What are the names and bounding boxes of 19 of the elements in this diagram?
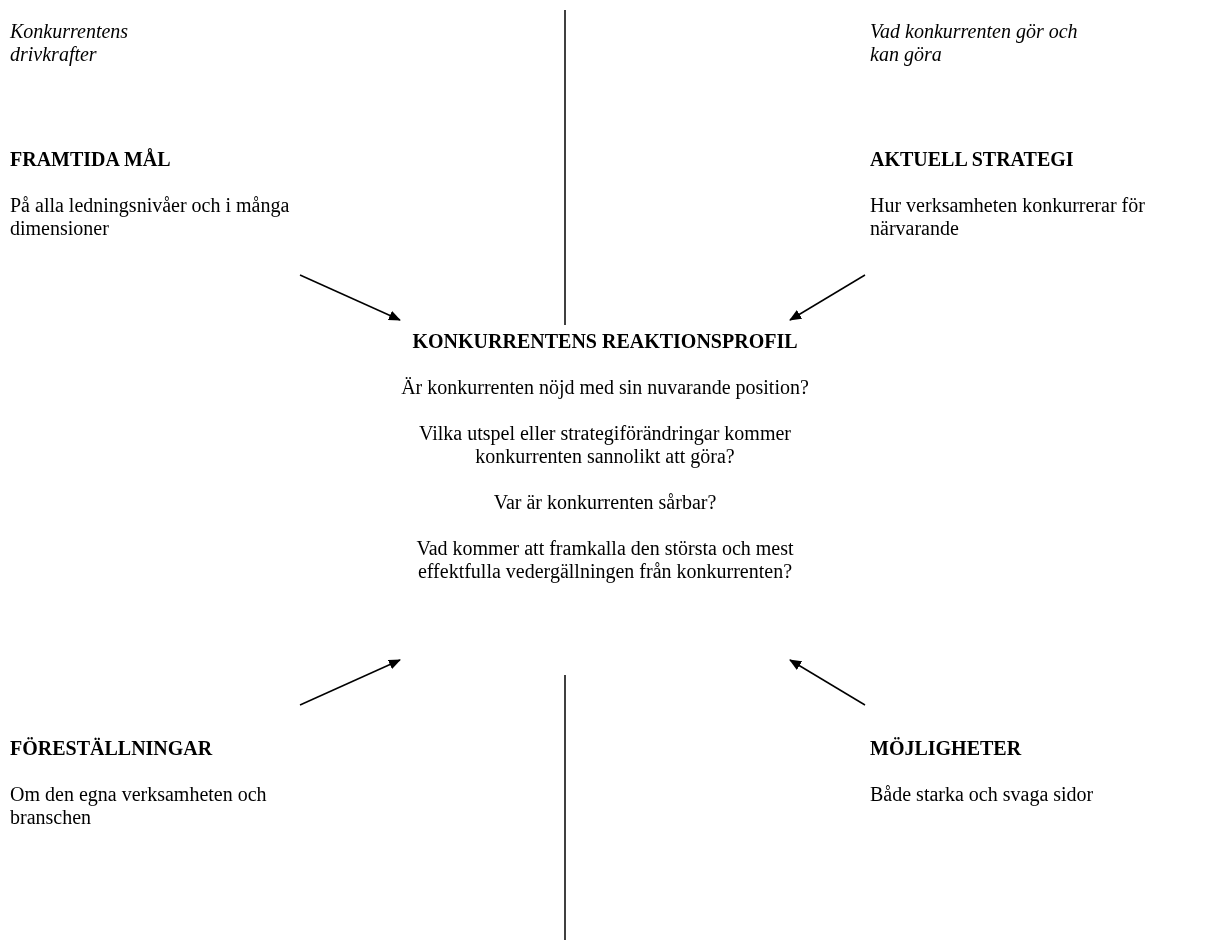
heading: MÖJLIGHETER	[870, 737, 1023, 760]
description-text: På alla ledningsnivåer och i många dimensioner	[10, 194, 291, 240]
heading: FÖRESTÄLLNINGAR	[10, 737, 214, 760]
heading: AKTUELL STRATEGI	[870, 148, 1075, 171]
arrow	[299, 274, 401, 321]
question-text: Var är konkurrenten sårbar?	[492, 491, 718, 514]
description-text: Om den egna verksamheten och branschen	[10, 783, 268, 829]
note-text: Konkurrentens drivkrafter	[10, 20, 130, 66]
arrow	[299, 659, 401, 706]
description-text: Både starka och svaga sidor	[870, 783, 1095, 806]
heading: FRAMTIDA MÅL	[10, 148, 172, 171]
question-text: Vad kommer att framkalla den största och mest effektfulla vedergällningen från konkurrenten?	[415, 537, 795, 583]
description-text: Hur verksamheten konkurrerar för närvarande	[870, 194, 1146, 240]
question-text: Är konkurrenten nöjd med sin nuvarande position?	[400, 376, 810, 399]
arrow	[789, 659, 866, 706]
heading: KONKURRENTENS REAKTIONSPROFIL	[411, 330, 799, 353]
note-text: Vad konkurrenten gör och kan göra	[870, 20, 1079, 66]
arrow	[789, 274, 866, 321]
question-text: Vilka utspel eller strategiförändringar kommer konkurrenten sannolikt att göra?	[418, 422, 792, 468]
